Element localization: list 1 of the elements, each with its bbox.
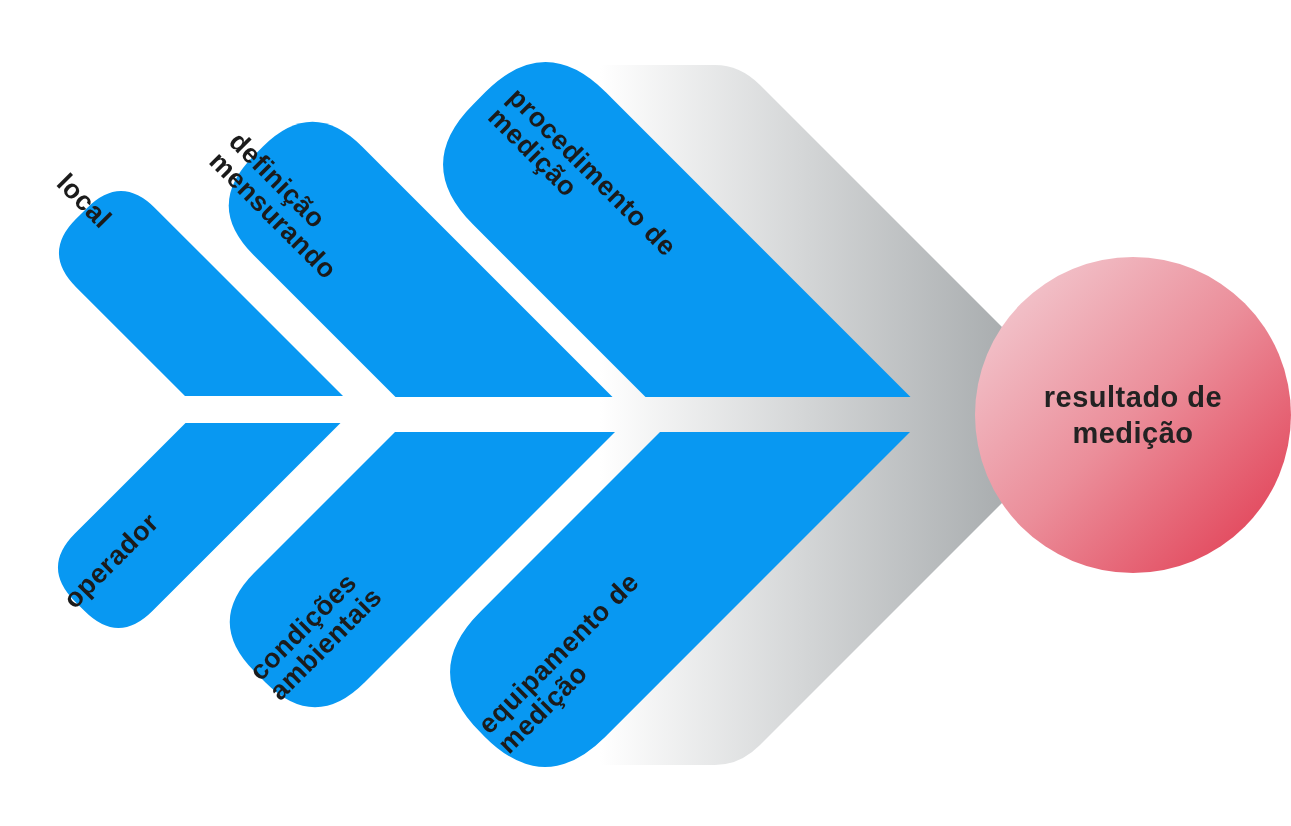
result-label: resultado de medição [1042, 379, 1224, 451]
